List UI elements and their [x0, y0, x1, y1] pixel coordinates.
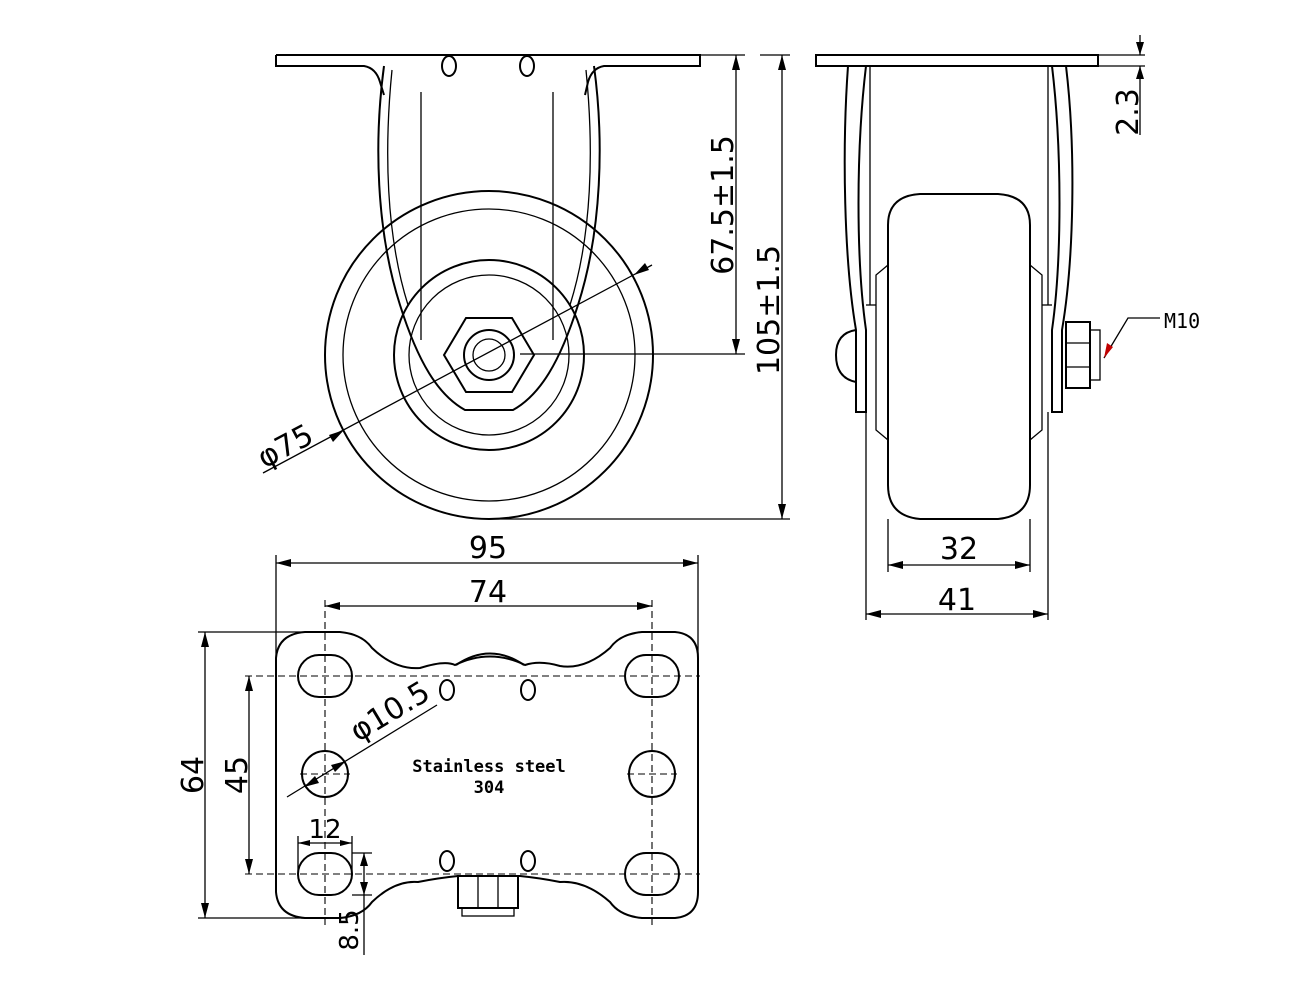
plate-nut	[457, 875, 519, 909]
front-top-plate	[275, 54, 701, 96]
dim-wheel-diameter: φ75	[252, 418, 320, 476]
front-fork	[377, 65, 601, 411]
dim-overall-width: 41	[938, 583, 976, 618]
dim-slot-width: 8.5	[335, 909, 365, 950]
front-wheel-hub	[393, 259, 585, 451]
front-axle-nut	[442, 317, 536, 393]
dim-plate-thickness: 2.3	[1111, 88, 1146, 136]
side-wheel	[887, 193, 1031, 520]
dim-hole-spacing-y: 45	[220, 756, 255, 794]
dim-slot-length: 12	[308, 815, 341, 845]
dim-plate-length: 95	[469, 531, 507, 566]
dim-total-height: 105±1.5	[752, 245, 787, 375]
dim-wheel-width: 32	[940, 532, 978, 567]
dim-hole-diameter: φ10.5	[344, 675, 436, 750]
material-note-line1: Stainless steel	[412, 757, 566, 777]
side-view: 2.3 M10 32 41	[815, 35, 1200, 620]
dim-axle-height: 67.5±1.5	[706, 135, 741, 275]
side-fork-right	[1051, 65, 1074, 413]
side-top-plate	[815, 54, 1099, 67]
side-fork-left	[843, 65, 867, 413]
side-axle-nut	[1065, 321, 1091, 389]
dim-plate-width: 64	[176, 756, 211, 794]
material-note-line2: 304	[474, 778, 505, 798]
front-view: 67.5±1.5 105±1.5 φ75	[252, 54, 790, 520]
plate-view: 95 74 64 45 φ10.5 12	[176, 531, 700, 955]
label-bolt: M10	[1164, 309, 1200, 333]
dim-hole-spacing-x: 74	[469, 575, 507, 610]
front-wheel-outer	[324, 190, 654, 520]
plate-outline	[275, 631, 699, 919]
